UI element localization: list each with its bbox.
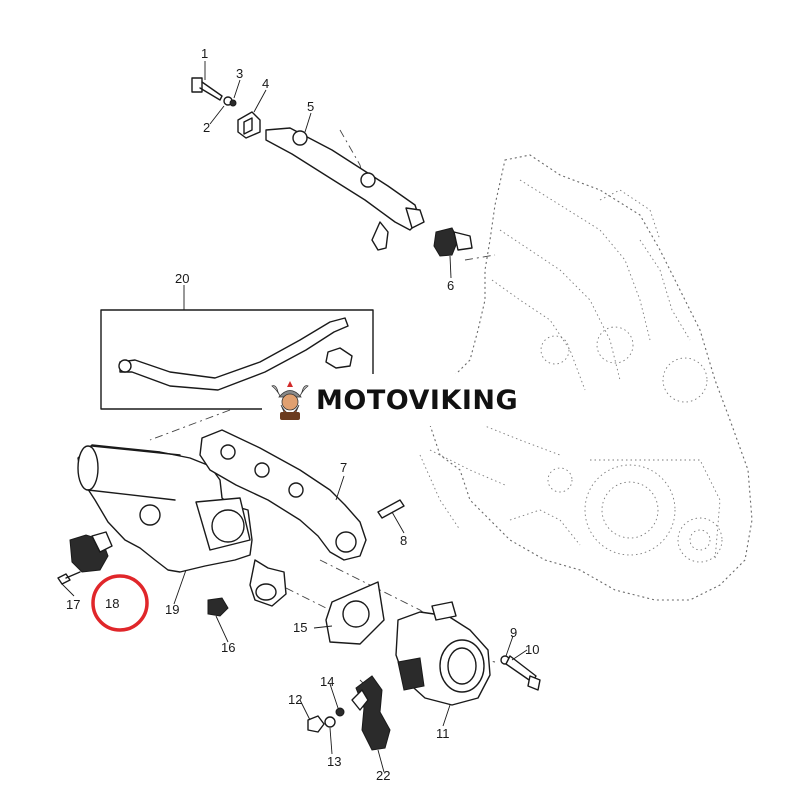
part-18-map-sensor [69, 531, 113, 573]
part-22-bracket [351, 675, 391, 751]
engine-block-ghost [419, 154, 753, 601]
part-7-gasket [199, 429, 367, 561]
callout-7: 7 [340, 460, 347, 475]
callout-numbers: 1 2 3 4 5 6 7 8 9 10 11 12 13 14 15 16 1… [66, 46, 539, 783]
callout-19: 19 [165, 602, 179, 617]
callout-13: 13 [327, 754, 341, 769]
callout-14: 14 [320, 674, 334, 689]
part-1-bolt [191, 77, 223, 101]
callout-1: 1 [201, 46, 208, 61]
part-12-nut [307, 715, 325, 733]
callout-18: 18 [105, 596, 119, 611]
viking-mascot-icon [271, 381, 309, 420]
leader-lines [61, 61, 528, 773]
callout-8: 8 [400, 533, 407, 548]
part-14-seal [335, 707, 345, 717]
callout-17: 17 [66, 597, 80, 612]
callout-11: 11 [436, 726, 450, 741]
callout-16: 16 [221, 640, 235, 655]
part-13-washer [324, 716, 336, 728]
callout-20: 20 [175, 271, 189, 286]
callout-15: 15 [293, 620, 307, 635]
part-17-screw [57, 571, 81, 585]
part-16-plug [207, 597, 229, 617]
brand-name: MOTOVIKING [316, 384, 519, 416]
part-20-hose-inset [100, 309, 374, 410]
callout-3: 3 [236, 66, 243, 81]
part-11-throttle-body [395, 601, 491, 706]
callout-9: 9 [510, 625, 517, 640]
callout-2: 2 [203, 120, 210, 135]
part-5-fuel-rail [265, 127, 425, 251]
callout-12: 12 [288, 692, 302, 707]
part-6-injector [433, 227, 473, 257]
part-3-washer [223, 96, 237, 107]
callout-6: 6 [447, 278, 454, 293]
part-8-stud [377, 499, 405, 519]
motoviking-watermark: MOTOVIKING [262, 374, 534, 426]
callout-10: 10 [525, 642, 539, 657]
part-15-throttle-gasket [325, 581, 385, 645]
part-4-bracket [237, 111, 261, 139]
part-19-intake-manifold [77, 444, 287, 607]
callout-4: 4 [262, 76, 269, 91]
highlight-circle-part-18 [91, 574, 149, 632]
callout-22: 22 [376, 768, 390, 783]
callout-5: 5 [307, 99, 314, 114]
part-10-bolt [505, 655, 541, 691]
